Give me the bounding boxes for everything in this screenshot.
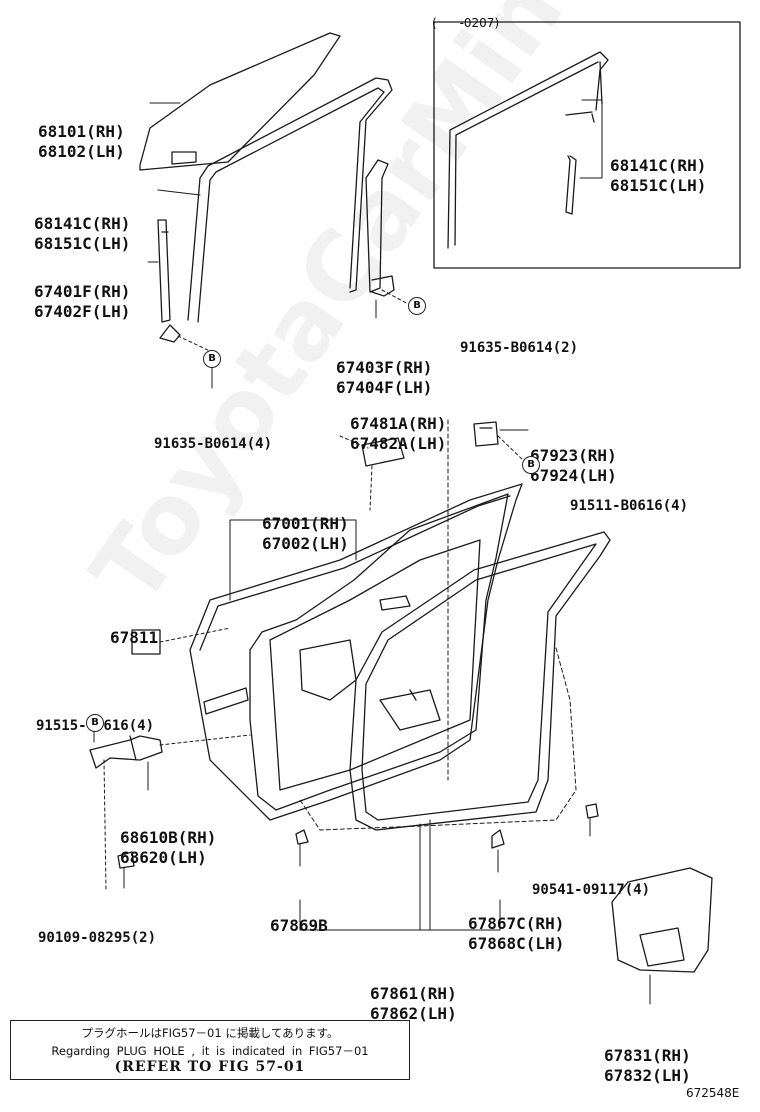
upper-panel [361,437,405,467]
label-inset-weatherstrip: 68141C(RH)68151C(LH) [610,156,707,195]
hinge-shape [473,421,499,447]
bolt-marker-4: B [203,350,221,368]
figure-id: 672548E [686,1086,740,1100]
grommet-shape [585,803,599,819]
bolt-marker-hinge: B [522,456,540,474]
service-cover-window [639,927,685,967]
label-door-check: 68610B(RH)68620(LH) [120,828,217,867]
label-door-weatherstrip: 67861(RH)67862(LH) [370,984,457,1023]
label-glass: 68101(RH)68102(LH) [38,122,125,161]
check-screw-shape [117,851,135,869]
label-seal-plate: 67811 [110,628,159,647]
door-inner-frame [249,493,509,811]
inset-leader [579,99,603,179]
label-channel-rear: 67403F(RH)67404F(LH) [336,358,433,397]
label-clip-c: 67867C(RH)67868C(LH) [468,914,565,953]
reference-note: プラグホールはFIG57－01 に掲載してあります。 Regarding PLU… [10,1020,410,1080]
label-hinge: 67923(RH)67924(LH) [530,446,617,485]
label-service-cover: 67831(RH)67832(LH) [604,1046,691,1085]
glass-run [187,77,393,323]
bolt-marker-2: B [408,297,426,315]
service-cover [611,867,713,973]
rear-channel [365,159,395,297]
clip-c-shape [491,829,505,849]
inset-frame [433,21,741,269]
label-grommet: 90541-09117(4) [532,882,651,898]
door-check-shape [89,735,163,769]
label-clip-b: 67869B [270,916,328,935]
weatherstrip-bracket [299,819,501,931]
label-door-panel: 67001(RH)67002(LH) [262,514,349,553]
label-bolt-hinge: 91511-B0616(4) [570,498,689,514]
bolt-marker-check: B [86,714,104,732]
note-japanese: プラグホールはFIG57－01 に掲載してあります。 [81,1026,339,1040]
label-bolt-2: 91635-B0614(2) [460,340,579,356]
label-channel-front: 67401F(RH)67402F(LH) [34,282,131,321]
label-panel: 67481A(RH)67482A(LH) [350,414,447,453]
clip-b-shape [295,829,309,845]
label-weatherstrip: 68141C(RH)68151C(LH) [34,214,131,253]
inset-frame-strip [447,51,609,249]
front-channel [157,219,181,343]
inset-title: ( -0207) [432,16,500,30]
door-outer-panel [189,483,523,821]
note-reference: (REFER TO FIG 57-01 [114,1059,306,1075]
door-weatherstrip [349,531,611,831]
label-bolt-4: 91635-B0614(4) [154,436,273,452]
label-check-screw: 90109-08295(2) [38,930,157,946]
note-english: Regarding PLUG HOLE , it is indicated in… [51,1044,369,1058]
door-glass [139,32,341,171]
panel-bracket [229,519,357,601]
